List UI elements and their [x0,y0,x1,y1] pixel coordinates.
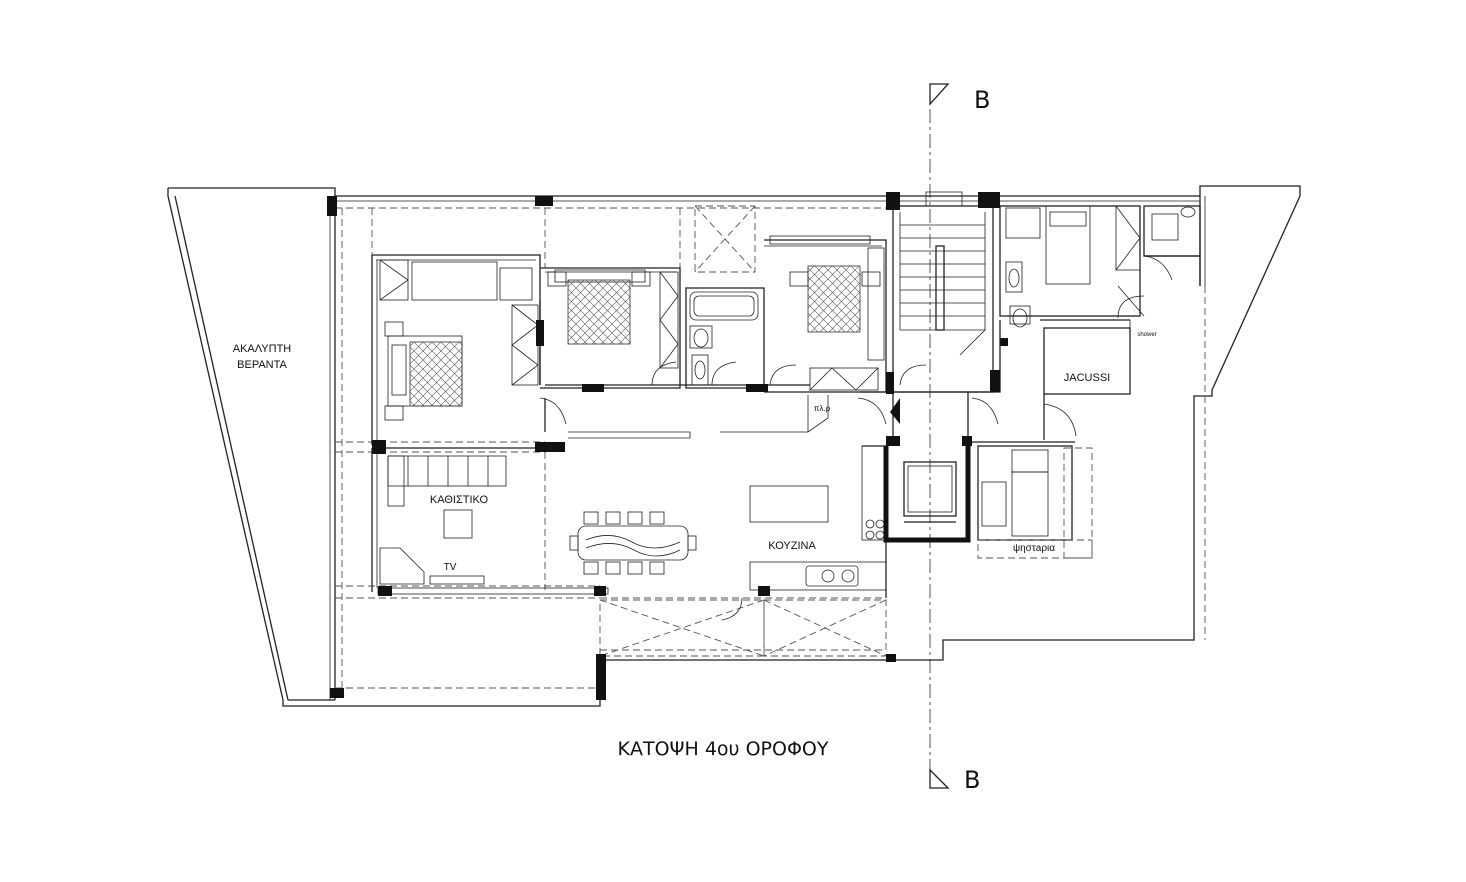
section-arrow-icon [929,83,950,106]
master-bath [999,205,1201,328]
veranda-outline [167,187,601,707]
bathroom-middle [685,287,765,389]
section-marker-bottom: B [964,766,980,794]
section-line [929,83,950,789]
bedroom-2 [540,267,681,389]
bbq-area [977,445,1093,559]
outer-walls [329,185,1301,700]
voids [599,205,887,657]
bbq-label: ψηστaρια [1013,543,1055,554]
drawing-title: ΚΑΤΟΨΗ 4ου ΟΡΟΦΟΥ [618,738,829,760]
section-arrow-icon [929,768,950,789]
staircase [892,191,994,393]
bedroom-1 [371,254,541,445]
tv-label: TV [444,562,457,573]
jacuzzi [1040,319,1131,440]
living-room [377,455,609,595]
entrance-arrow-icon [890,398,900,424]
section-marker-top: B [974,86,990,114]
bedroom-3 [764,235,887,393]
doors [539,255,1173,621]
jacuzzi-label: JACUSSI [1064,372,1110,384]
dining-table [569,511,697,575]
kitchen [749,445,887,598]
elevator [883,446,971,543]
living-room-label: ΚΑΘΙΣΤΙΚΟ [430,494,489,506]
veranda-label-line2: ΒΕΡΑΝΤΑ [237,359,287,371]
grid-lines [335,207,1206,689]
veranda-label-line1: ΑΚΑΛΥΠΤΗ [233,343,292,355]
door-note-label: πλ.ρ [814,404,831,413]
columns [327,192,1008,700]
kitchen-label: ΚΟΥΖΙΝΑ [768,540,816,552]
shower-label: shower [1137,332,1156,338]
